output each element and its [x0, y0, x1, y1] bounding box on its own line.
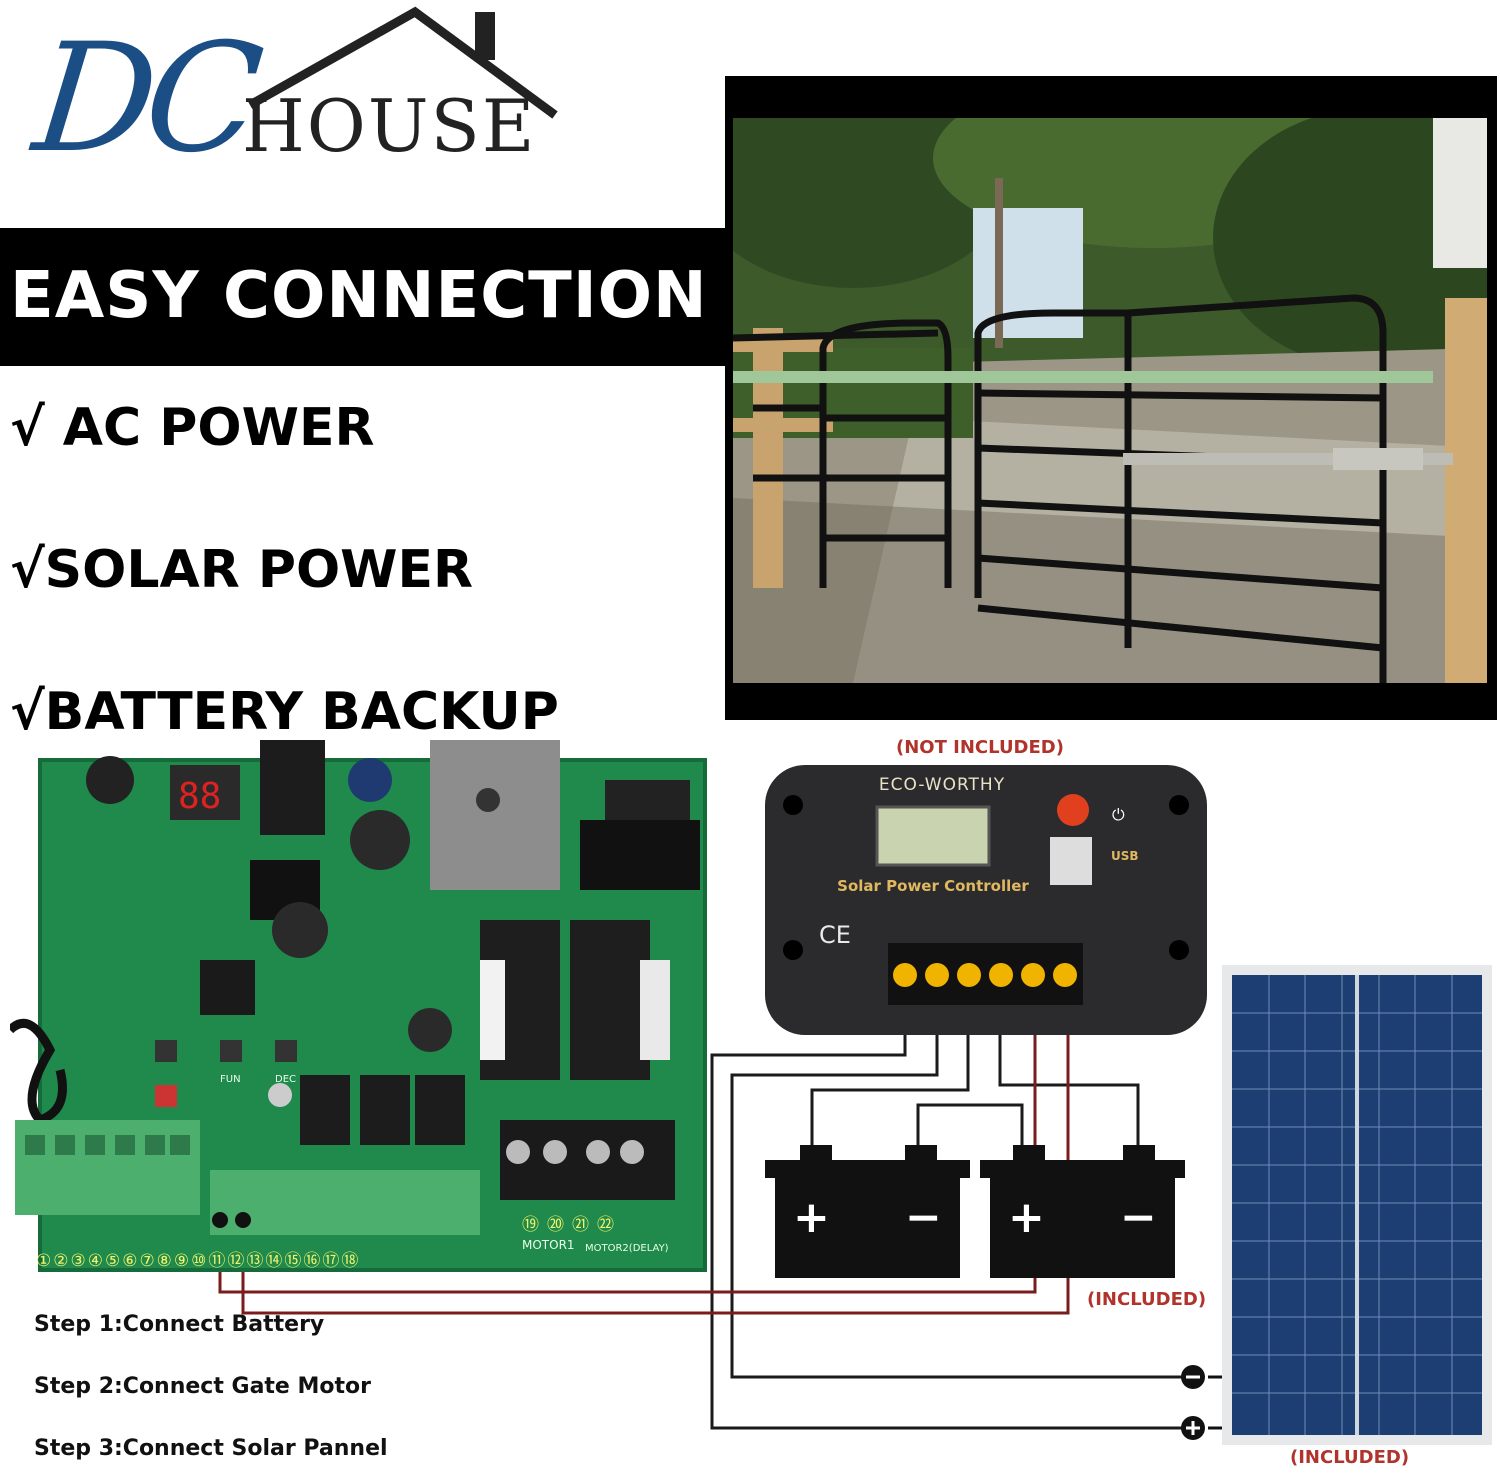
motor1-label: MOTOR1	[522, 1238, 575, 1252]
controller-name: Solar Power Controller	[837, 877, 1029, 895]
battery-2-plus: +	[1008, 1192, 1045, 1243]
feature-battery-backup: √BATTERY BACKUP	[10, 682, 559, 742]
battery-1-minus: −	[905, 1192, 942, 1243]
solar-panel	[1222, 965, 1492, 1445]
logo-house-text: HOUSE	[242, 84, 537, 168]
step-3: Step 3:Connect Solar Pannel	[34, 1436, 388, 1461]
battery-2-minus: −	[1120, 1192, 1157, 1243]
logo-dc-text: DC	[26, 12, 261, 186]
usb-label: USB	[1111, 849, 1139, 863]
panel-terminals	[1181, 1365, 1222, 1440]
ce-mark: CE	[819, 921, 851, 949]
title-banner: EASY CONNECTION	[0, 228, 725, 366]
dec-label: DEC	[275, 1074, 297, 1085]
gate-photo	[733, 118, 1487, 683]
step-1: Step 1:Connect Battery	[34, 1312, 325, 1337]
batteries: + − + −	[765, 1140, 1185, 1290]
panel-included-label: (INCLUDED)	[1290, 1447, 1410, 1468]
house-roof-icon	[247, 6, 558, 119]
motor2-label: MOTOR2(DELAY)	[585, 1243, 669, 1254]
battery-2	[980, 1145, 1185, 1278]
controller-not-included-label: (NOT INCLUDED)	[896, 737, 1064, 758]
battery-1-plus: +	[793, 1192, 830, 1243]
gate-control-board: 88	[6, 740, 715, 1275]
gate-photo-frame	[725, 76, 1497, 720]
banner-title: EASY CONNECTION	[10, 259, 708, 333]
svg-text:88: 88	[178, 776, 221, 817]
controller-brand: ECO-WORTHY	[878, 775, 1006, 795]
solar-power-controller: ⏻ ECO-WORTHY Solar Power Controller CE U…	[765, 765, 1207, 1035]
battery-1	[765, 1145, 970, 1278]
svg-text:⏻: ⏻	[1112, 805, 1125, 824]
motor-terminal-numbers: ⑲⑳㉑㉒	[522, 1215, 622, 1235]
battery-included-label: (INCLUDED)	[1087, 1289, 1207, 1310]
feature-solar-power: √SOLAR POWER	[10, 540, 474, 600]
dc-house-logo: DC HOUSE	[26, 0, 558, 200]
feature-ac-power: √ AC POWER	[10, 398, 375, 458]
terminal-numbers: ①②③④⑤⑥⑦⑧⑨⑩⑪⑫⑬⑭⑮⑯⑰⑱	[36, 1251, 361, 1271]
step-2: Step 2:Connect Gate Motor	[34, 1374, 372, 1399]
fun-label: FUN	[220, 1074, 241, 1085]
